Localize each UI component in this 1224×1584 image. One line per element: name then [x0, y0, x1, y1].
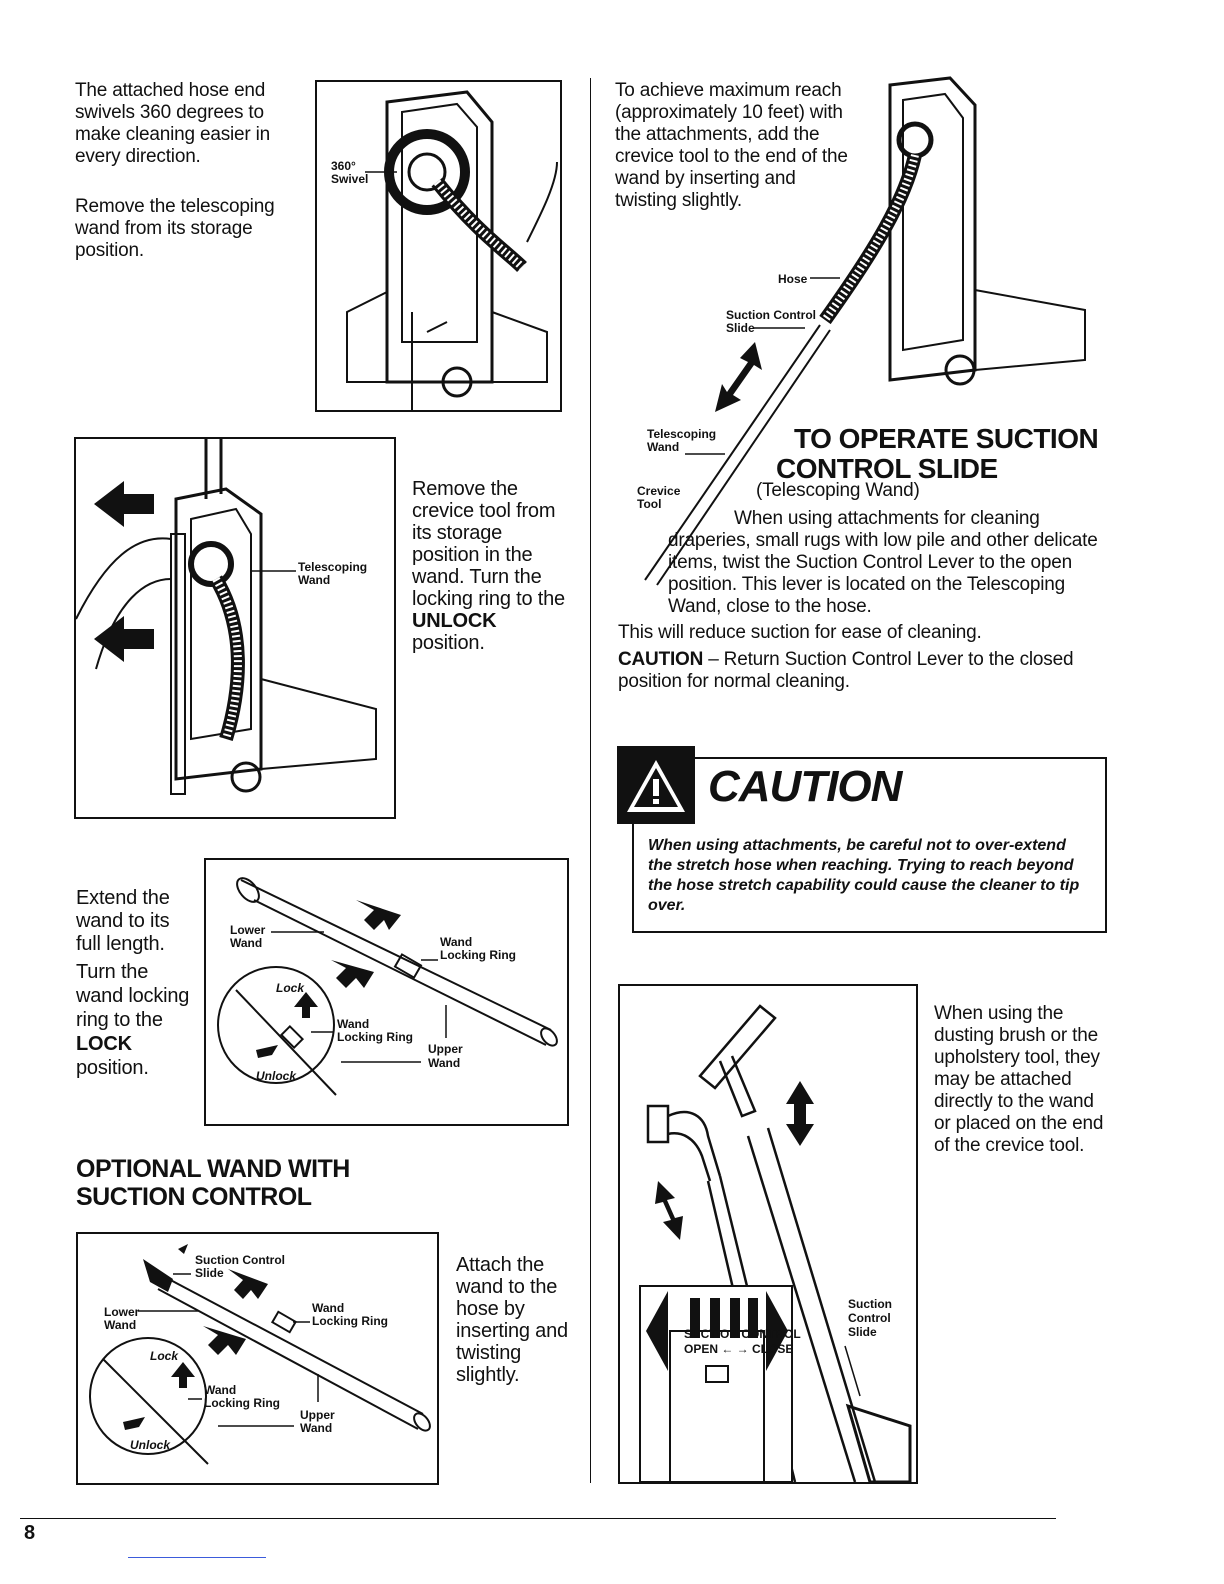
suction-slide-heading-line1: TO OPERATE SUCTION: [794, 423, 1099, 454]
dusting-brush-illustration: SUCTION CONTROL OPEN ← → CLOSE Suction C…: [618, 984, 918, 1484]
fig6-label-control: Control: [848, 1311, 891, 1325]
fig5-label-tool: Tool: [637, 497, 661, 511]
fig5-label-hose: Hose: [778, 272, 808, 286]
fig3-label-lower-wand: Wand: [230, 936, 262, 950]
remove-crevice-instruction: Remove the crevice tool from its storage…: [412, 478, 572, 654]
suction-reduce-note: This will reduce suction for ease of cle…: [618, 622, 982, 643]
fig4-label-lower: Lower: [104, 1305, 140, 1319]
fig6-label-suction: Suction: [848, 1297, 892, 1311]
max-reach-instruction: To achieve maximum reach (approximately …: [615, 80, 848, 211]
fig4-label-suction-control: Suction Control: [195, 1253, 285, 1267]
fig4-label-ring2: Locking Ring: [204, 1396, 280, 1410]
fig3-label-ring: Locking Ring: [440, 948, 516, 962]
optional-wand-heading: OPTIONAL WAND WITH SUCTION CONTROL: [76, 1155, 350, 1211]
caution-banner: [617, 746, 695, 824]
lock-keyword: LOCK: [76, 1033, 132, 1055]
fig5-label-suction-control: Suction Control: [726, 308, 816, 322]
swivel-instruction: The attached hose end swivels 360 degree…: [75, 80, 271, 167]
fig3-label-upper: Upper: [428, 1042, 463, 1056]
caution-inline-label: CAUTION: [618, 649, 704, 670]
remove-crevice-text: Remove the crevice tool from its storage…: [412, 478, 565, 610]
remove-crevice-end: position.: [412, 632, 485, 654]
caution-text: When using attachments, be careful not t…: [648, 837, 1080, 914]
fig4-label-ring2-wand: Wand: [204, 1383, 236, 1397]
unlock-keyword: UNLOCK: [412, 610, 497, 632]
caution-box: [632, 757, 1107, 933]
warning-triangle-icon: [627, 760, 685, 812]
attach-wand-instruction: Attach the wand to the hose by inserting…: [456, 1254, 568, 1386]
caution-return-note: CAUTION – Return Suction Control Lever t…: [618, 649, 1088, 693]
swivel-illustration: 360° Swivel: [315, 80, 562, 412]
footer-blue-rule: [128, 1557, 266, 1558]
optional-wand-heading-line1: OPTIONAL WAND WITH: [76, 1155, 350, 1183]
lock-ring-instruction: Turn the wand locking ring to the LOCK p…: [76, 960, 191, 1080]
fig3-label-upper-wand: Wand: [428, 1056, 460, 1070]
fig3-label-ring2: Locking Ring: [337, 1030, 413, 1044]
fig5-label-telescoping-wand: Wand: [647, 440, 679, 454]
fig4-label-unlock: Unlock: [130, 1438, 171, 1452]
fig3-label-unlock: Unlock: [256, 1069, 297, 1083]
fig6-label-slide: Slide: [848, 1325, 877, 1339]
fig4-label-slide: Slide: [195, 1266, 224, 1280]
suction-slide-heading: TO OPERATE SUCTION CONTROL SLIDE: [776, 423, 1099, 484]
suction-control-wand-illustration: Suction Control Slide Lower Wand Wand Lo…: [76, 1232, 439, 1485]
optional-wand-heading-line2: SUCTION CONTROL: [76, 1183, 312, 1211]
suction-slide-subheading: (Telescoping Wand): [756, 480, 920, 501]
footer-rule: [20, 1518, 1056, 1519]
fig6-dial-top: SUCTION CONTROL: [684, 1327, 801, 1341]
dusting-brush-instruction: When using the dusting brush or the upho…: [934, 1003, 1104, 1156]
fig4-label-lower-wand: Wand: [104, 1318, 136, 1332]
fig4-label-lock: Lock: [150, 1349, 179, 1363]
lock-ring-end: position.: [76, 1057, 149, 1079]
fig1-label-360: 360°: [331, 159, 356, 173]
fig4-label-ring: Locking Ring: [312, 1314, 388, 1328]
page-number: 8: [24, 1522, 36, 1544]
fig5-label-telescoping: Telescoping: [647, 427, 716, 441]
fig2-label-telescoping: Telescoping: [298, 560, 367, 574]
fig5-label-slide: Slide: [726, 321, 755, 335]
fig3-label-ring-wand: Wand: [440, 935, 472, 949]
telescoping-wand-illustration: Telescoping Wand: [74, 437, 396, 819]
fig4-label-upper: Upper: [300, 1408, 335, 1422]
fig1-label-swivel: Swivel: [331, 172, 368, 186]
fig3-label-ring2-wand: Wand: [337, 1017, 369, 1031]
fig3-label-lower: Lower: [230, 923, 266, 937]
extend-wand-instruction: Extend the wand to its full length.: [76, 887, 170, 955]
fig4-label-upper-wand: Wand: [300, 1421, 332, 1435]
fig6-dial-bottom: OPEN ← → CLOSE: [684, 1342, 793, 1356]
caution-inline-text: – Return Suction Control Lever to the cl…: [618, 649, 1074, 692]
suction-slide-instructions: When using attachments for cleaning drap…: [668, 508, 1098, 617]
remove-wand-instruction: Remove the telescoping wand from its sto…: [75, 196, 275, 261]
wand-locking-ring-illustration: Lower Wand Wand Locking Ring Lock Wand L…: [204, 858, 569, 1126]
lock-ring-text: Turn the wand locking ring to the: [76, 961, 190, 1031]
fig3-label-lock: Lock: [276, 981, 305, 995]
extended-wand-illustration: Hose Suction Control Slide Telescoping W…: [615, 70, 1095, 610]
suction-slide-heading-line2: CONTROL SLIDE: [776, 453, 998, 484]
fig5-label-crevice: Crevice: [637, 484, 681, 498]
caution-title: CAUTION: [708, 762, 902, 811]
fig4-label-ring-wand: Wand: [312, 1301, 344, 1315]
fig2-label-wand: Wand: [298, 573, 330, 587]
column-divider: [590, 78, 591, 1483]
